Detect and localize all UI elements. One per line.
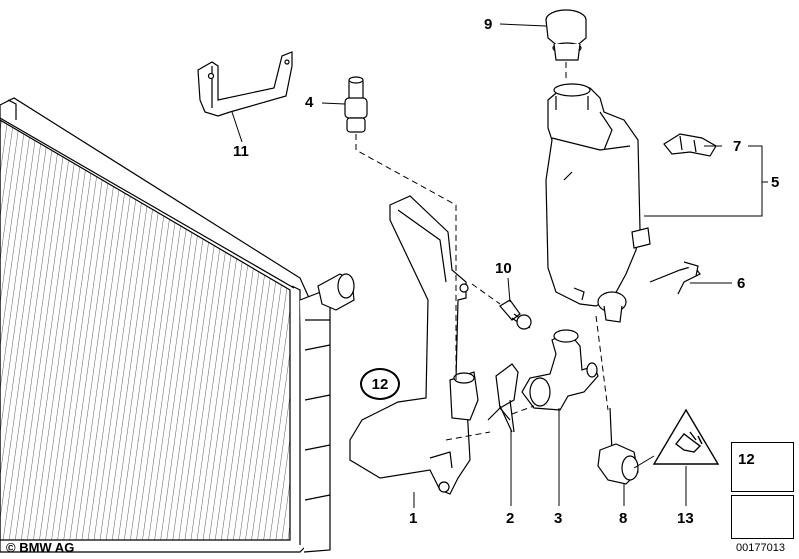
callout-4: 4 [305,94,314,111]
leader-lines [231,23,768,508]
callout-11: 11 [233,143,249,160]
rubber-mount-part-4 [344,76,368,133]
bracket-part-6 [649,261,701,295]
document-number: 00177013 [736,542,785,554]
radiator [0,97,355,553]
callout-3: 3 [554,510,563,527]
callout-12-circled: 12 [360,368,400,400]
callout-9: 9 [484,16,493,33]
clip-part-7 [663,133,717,157]
assembly-dashed-lines [355,62,609,441]
sensor-part-8 [597,407,639,485]
callout-7: 7 [733,138,742,155]
cap-part-9 [545,9,587,61]
callout-1: 1 [409,510,418,527]
legend-callout-12: 12 [738,451,755,468]
bracket-part-11 [197,51,293,117]
legend-box-part-12: 12 [731,442,794,492]
clip-part-2 [487,363,519,433]
callout-8: 8 [619,510,628,527]
hose-part-3 [521,329,599,411]
screw-part-10 [499,299,532,330]
callout-10: 10 [495,260,512,277]
copyright-text: © BMW AG [6,540,75,555]
callout-5: 5 [771,174,780,191]
callout-2: 2 [506,510,515,527]
holder-part-1 [349,195,479,495]
callout-12-circled-label: 12 [371,375,389,393]
warning-label-part-13 [652,408,720,465]
legend-box-arrow [731,495,794,539]
callout-13: 13 [677,510,694,527]
callout-6: 6 [737,275,746,292]
expansion-tank-part-5 [545,83,651,323]
